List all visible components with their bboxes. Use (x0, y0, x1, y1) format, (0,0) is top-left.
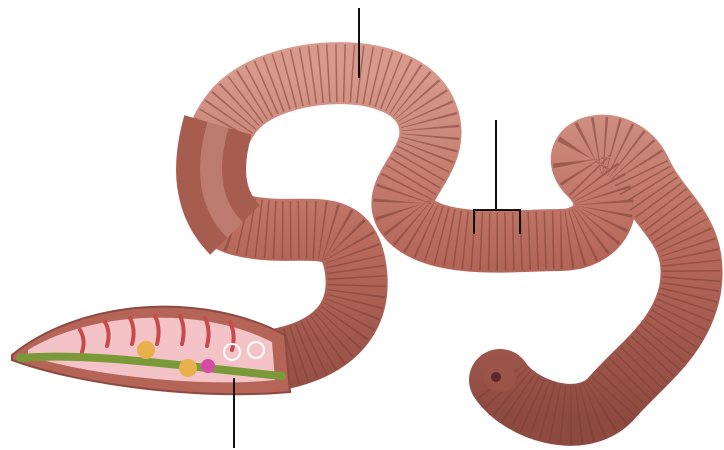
crop (137, 341, 155, 359)
gizzard (179, 359, 197, 377)
mouth (491, 372, 501, 382)
seminal-vesicle (201, 359, 215, 373)
